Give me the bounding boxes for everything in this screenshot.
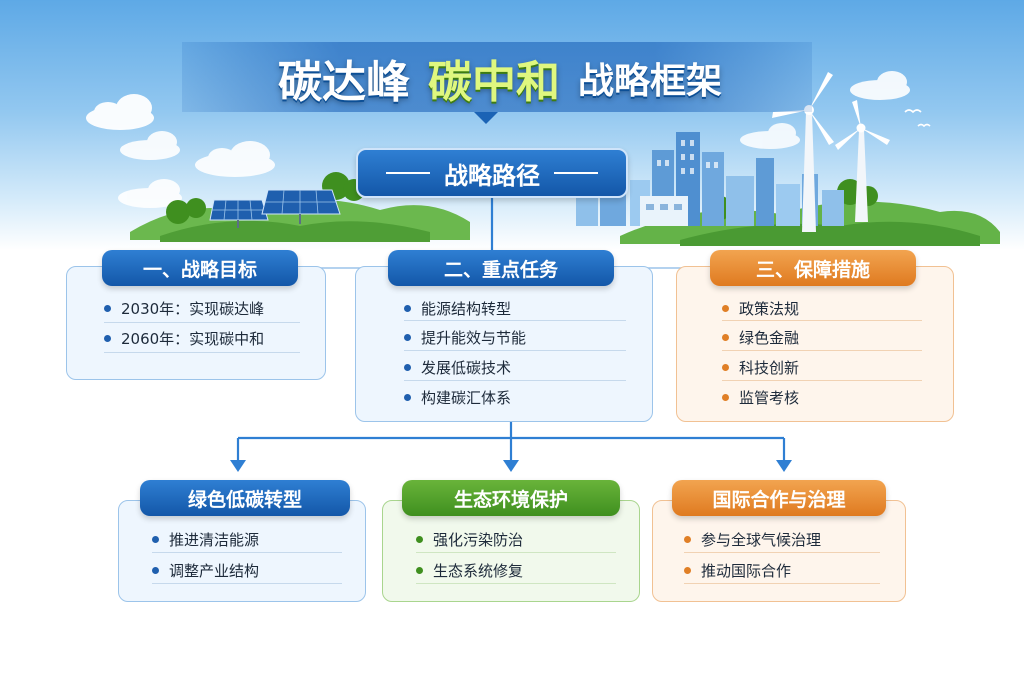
- root-dash-right: [554, 172, 598, 174]
- list-item: 2030年：实现碳达峰: [104, 296, 264, 320]
- list-item-text: 构建碳汇体系: [421, 388, 512, 407]
- bullet-icon: [152, 566, 159, 574]
- divider: [152, 552, 342, 553]
- divider: [722, 320, 922, 321]
- divider: [104, 322, 300, 323]
- subsection-title-ecology: 生态环境保护: [402, 480, 620, 516]
- list-item-text: 调整产业结构: [169, 561, 260, 580]
- wind-turbine-icon: [772, 72, 834, 232]
- cloud-icon: [120, 131, 180, 160]
- list-item: 推进清洁能源: [152, 527, 259, 551]
- bullet-icon: [404, 393, 411, 401]
- bullet-icon: [722, 304, 729, 312]
- section-title-goals: 一、战略目标: [102, 250, 298, 286]
- cloud-icon: [740, 123, 800, 149]
- solar-panel-icon: [261, 189, 341, 224]
- list-item: 科技创新: [722, 355, 799, 379]
- solar-panel-icon: [209, 199, 269, 228]
- divider: [684, 552, 880, 553]
- bullet-icon: [152, 535, 159, 543]
- list-item: 能源结构转型: [404, 296, 511, 320]
- divider: [722, 380, 922, 381]
- bullet-icon: [722, 363, 729, 371]
- root-node: 战略路径: [356, 148, 628, 198]
- section-title-measures: 三、保障措施: [710, 250, 916, 286]
- subsection-title-green-transition: 绿色低碳转型: [140, 480, 350, 516]
- title-part-3: 战略框架: [577, 61, 722, 102]
- bullet-icon: [104, 334, 111, 342]
- title-pointer: [474, 112, 498, 124]
- root-dash-left: [386, 172, 430, 174]
- list-item-text: 提升能效与节能: [421, 328, 527, 347]
- list-item: 政策法规: [722, 296, 799, 320]
- divider: [416, 583, 616, 584]
- list-item-text: 监管考核: [739, 388, 800, 407]
- cloud-icon: [86, 94, 154, 130]
- list-item: 构建碳汇体系: [404, 385, 511, 409]
- title-part-2: 碳中和: [427, 57, 560, 108]
- divider: [404, 350, 626, 351]
- list-item-text: 生态系统修复: [433, 561, 524, 580]
- cloud-icon: [195, 141, 275, 177]
- title-part-1: 碳达峰: [277, 57, 410, 108]
- wind-turbine-icon: [835, 100, 890, 222]
- list-item-text: 推动国际合作: [701, 561, 792, 580]
- divider: [416, 552, 616, 553]
- bullet-icon: [722, 393, 729, 401]
- page-title: 碳达峰 碳中和 战略框架: [190, 48, 810, 108]
- bullet-icon: [104, 304, 111, 312]
- bird-icon: [904, 109, 931, 128]
- divider: [684, 583, 880, 584]
- title-band: [182, 42, 812, 112]
- list-item: 监管考核: [722, 385, 799, 409]
- list-item-text: 政策法规: [739, 299, 800, 318]
- divider: [404, 320, 626, 321]
- list-item: 发展低碳技术: [404, 355, 511, 379]
- list-item: 生态系统修复: [416, 558, 523, 582]
- subsection-card-green-transition: [118, 500, 366, 602]
- bullet-icon: [684, 535, 691, 543]
- list-item-text: 强化污染防治: [433, 530, 524, 549]
- list-item: 提升能效与节能: [404, 325, 526, 349]
- arrow-heads: [230, 460, 792, 472]
- list-item: 绿色金融: [722, 325, 799, 349]
- subsection-title-international: 国际合作与治理: [672, 480, 886, 516]
- section-title-tasks: 二、重点任务: [388, 250, 614, 286]
- bullet-icon: [404, 304, 411, 312]
- bullet-icon: [404, 363, 411, 371]
- list-item-text: 科技创新: [739, 358, 800, 377]
- list-item-text: 发展低碳技术: [421, 358, 512, 377]
- list-item-text: 绿色金融: [739, 328, 800, 347]
- cloud-icon: [118, 179, 182, 208]
- bullet-icon: [404, 333, 411, 341]
- list-item: 2060年：实现碳中和: [104, 326, 264, 350]
- divider: [404, 380, 626, 381]
- bullet-icon: [416, 535, 423, 543]
- divider: [104, 352, 300, 353]
- list-item-text: 推进清洁能源: [169, 530, 260, 549]
- list-item-text: 能源结构转型: [421, 299, 512, 318]
- list-item: 推动国际合作: [684, 558, 791, 582]
- list-item-text: 2060年：实现碳中和: [121, 329, 265, 348]
- cloud-icon: [850, 71, 910, 100]
- bullet-icon: [416, 566, 423, 574]
- list-item: 调整产业结构: [152, 558, 259, 582]
- bullet-icon: [684, 566, 691, 574]
- bullet-icon: [722, 333, 729, 341]
- list-item-text: 参与全球气候治理: [701, 530, 822, 549]
- list-item: 参与全球气候治理: [684, 527, 821, 551]
- divider: [152, 583, 342, 584]
- list-item: 强化污染防治: [416, 527, 523, 551]
- divider: [722, 350, 922, 351]
- subsection-card-ecology: [382, 500, 640, 602]
- section-card-measures: [676, 266, 954, 422]
- root-label: 战略路径: [444, 161, 540, 190]
- list-item-text: 2030年：实现碳达峰: [121, 299, 265, 318]
